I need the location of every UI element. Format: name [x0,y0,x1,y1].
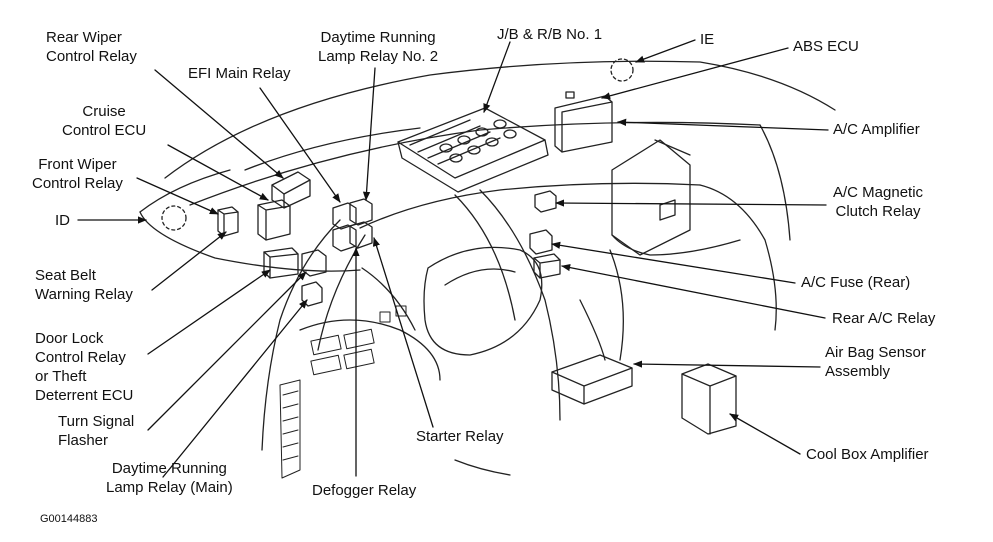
label-line: Control Relay [35,349,126,366]
label-line: EFI Main Relay [188,65,291,82]
label-rear-wiper-control-relay: Rear Wiper Control Relay [46,28,137,66]
label-line: Starter Relay [416,428,504,445]
label-line: A/C Magnetic [833,184,924,201]
label-line: Rear Wiper [46,29,122,46]
label-daytime-running-lamp-relay-main: Daytime Running Lamp Relay (Main) [106,459,233,497]
label-defogger-relay: Defogger Relay [312,481,416,500]
label-line: Cruise [82,103,126,120]
steering-wheel [423,246,543,356]
label-line: Seat Belt [35,267,96,284]
label-line: Rear A/C Relay [832,310,936,327]
label-cool-box-amplifier: Cool Box Amplifier [806,445,929,464]
leader-lines [77,39,829,478]
label-line: Door Lock [35,330,104,347]
label-efi-main-relay: EFI Main Relay [188,64,291,83]
abs-ecu-and-ac-amp [554,91,613,153]
label-line: or Theft [35,368,87,385]
label-jb-rb-no1: J/B & R/B No. 1 [497,25,602,44]
left-relays [217,171,373,307]
label-line: Air Bag Sensor [825,344,926,361]
label-turn-signal-flasher: Turn Signal Flasher [58,412,134,450]
lower-modules [551,354,737,435]
junction-block [397,107,549,193]
label-line: Cool Box Amplifier [806,446,929,463]
label-line: A/C Amplifier [833,121,920,138]
label-ie: IE [700,30,714,49]
label-line: Front Wiper [38,156,117,173]
right-relays [529,190,561,279]
label-id: ID [55,211,70,230]
label-line: IE [700,31,715,48]
figure-code-text: G00144883 [40,513,98,525]
label-line: ID [55,212,70,229]
label-ac-magnetic-clutch-relay: A/C Magnetic Clutch Relay [833,183,923,221]
label-line: Control Relay [46,48,137,65]
label-ac-fuse-rear: A/C Fuse (Rear) [801,273,910,292]
center-vents [279,305,407,479]
label-cruise-control-ecu: Cruise Control ECU [62,102,146,140]
label-line: Assembly [825,363,891,380]
label-line: Daytime Running [111,460,227,477]
label-ac-amplifier: A/C Amplifier [833,120,920,139]
dashboard-outline [139,60,836,476]
label-line: Turn Signal [58,413,135,430]
label-line: Clutch Relay [835,203,921,220]
label-abs-ecu: ABS ECU [793,37,859,56]
label-line: Flasher [58,432,109,449]
label-line: Lamp Relay No. 2 [318,48,439,65]
label-line: Warning Relay [35,286,133,303]
label-air-bag-sensor-assembly: Air Bag Sensor Assembly [825,343,926,381]
label-front-wiper-control-relay: Front Wiper Control Relay [32,155,123,193]
label-line: A/C Fuse (Rear) [801,274,911,291]
label-line: ABS ECU [793,38,859,55]
figure-code: G00144883 [40,513,98,526]
label-line: Control ECU [62,122,147,139]
connector-circles [161,58,634,231]
label-line: Control Relay [32,175,123,192]
label-rear-ac-relay: Rear A/C Relay [832,309,935,328]
label-seat-belt-warning-relay: Seat Belt Warning Relay [35,266,133,304]
label-line: Lamp Relay (Main) [106,479,233,496]
label-door-lock-control-relay: Door Lock Control Relay or Theft Deterre… [35,329,133,405]
label-starter-relay: Starter Relay [416,427,504,446]
label-daytime-running-lamp-relay-no2: Daytime Running Lamp Relay No. 2 [318,28,438,66]
label-line: Defogger Relay [312,482,417,499]
label-line: Deterrent ECU [35,387,134,404]
label-line: Daytime Running [320,29,436,46]
label-line: J/B & R/B No. 1 [497,26,603,43]
